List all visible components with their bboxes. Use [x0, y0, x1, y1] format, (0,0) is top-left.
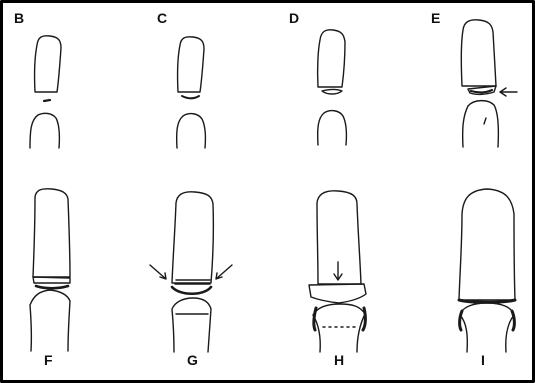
panel-d-lower-phalanx [318, 111, 347, 145]
panel-g-right-arrow [216, 265, 232, 279]
panel-i-lower-phalanx [460, 303, 514, 352]
panel-b-upper-phalanx [35, 36, 61, 92]
panel-label-h: H [334, 353, 344, 367]
panel-h-arrow [334, 262, 342, 280]
panel-i-left-callus [460, 311, 462, 330]
panel-i-right-callus [512, 311, 514, 330]
panel-e-arrow [500, 88, 517, 96]
panel-label-d: D [289, 11, 299, 25]
panel-h-lower-phalanx [313, 304, 365, 352]
panel-c-fracture-mark [182, 96, 199, 98]
panel-f-lower-phalanx [30, 290, 70, 351]
panel-g-upper-phalanx [172, 192, 213, 283]
panel-f-drawing [30, 189, 70, 351]
panel-i-drawing [459, 189, 515, 352]
panel-f-upper-phalanx [33, 189, 70, 277]
panel-e-drawing [461, 20, 517, 147]
panel-d-drawing [318, 30, 347, 145]
panel-label-f: F [44, 353, 53, 367]
panel-c-lower-phalanx [177, 114, 206, 148]
panel-e-lower-phalanx [463, 101, 499, 147]
panel-f-joint-debris [36, 286, 68, 288]
panel-b-fracture-mark [44, 100, 50, 101]
panel-label-c: C [157, 11, 167, 25]
panel-b-drawing [30, 36, 61, 148]
panel-e-cortex-mark [484, 118, 486, 124]
panel-h-displaced-fragment [309, 284, 366, 303]
panel-h-drawing [309, 191, 366, 352]
panel-g-lower-phalanx [172, 298, 211, 352]
panel-label-g: G [187, 353, 198, 367]
panel-b-lower-phalanx [30, 113, 59, 148]
panel-h-upper-phalanx [317, 191, 361, 284]
panel-c-drawing [177, 37, 206, 148]
panel-i-upper-phalanx [459, 189, 515, 300]
panel-f-fragment [33, 277, 70, 283]
panel-e-fracture-line [471, 90, 492, 92]
panel-d-fragment [322, 90, 342, 95]
panel-label-i: I [481, 353, 485, 367]
panel-d-upper-phalanx [318, 30, 345, 87]
panel-g-drawing [150, 192, 232, 352]
panel-label-b: B [14, 11, 24, 25]
panel-g-left-arrow [150, 265, 166, 279]
panel-c-upper-phalanx [178, 37, 204, 92]
panel-g-joint-debris [172, 287, 211, 294]
panel-label-e: E [431, 11, 440, 25]
panel-e-upper-phalanx [461, 20, 496, 86]
panel-g-fracture-lines [175, 280, 210, 284]
